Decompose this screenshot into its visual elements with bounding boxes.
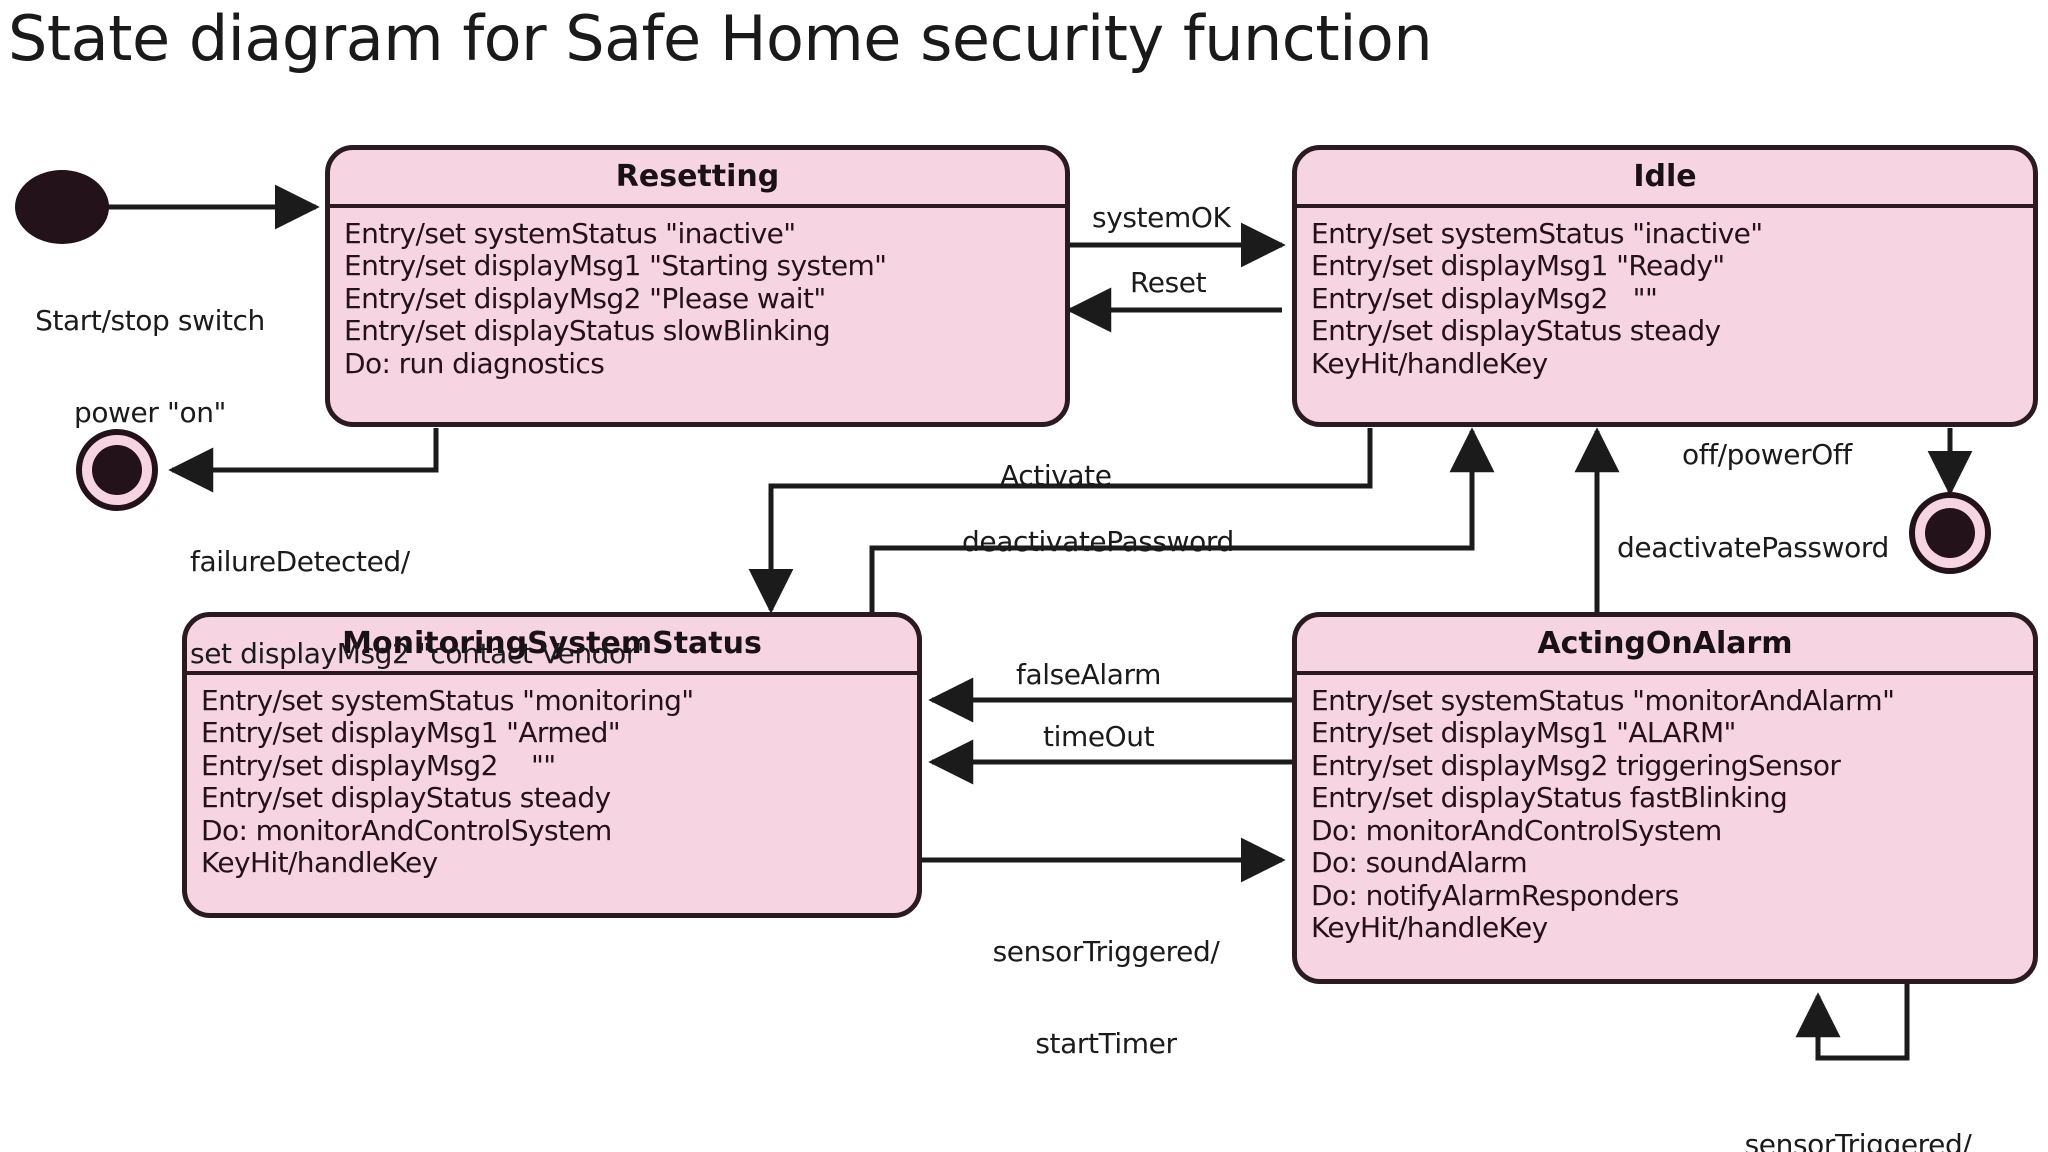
state-line: Do: notifyAlarmResponders [1311, 878, 1679, 912]
edge-label-line: failureDetected/ [190, 544, 410, 578]
state-idle-title: Idle [1297, 150, 2033, 208]
state-line: Entry/set systemStatus "monitorAndAlarm" [1311, 684, 1895, 717]
edge-label-line: off/powerOff [1682, 438, 1852, 471]
state-monitoringsystemstatus-title: MonitoringSystemStatus [187, 617, 917, 675]
state-line: Entry/set displayStatus steady [1311, 314, 1721, 348]
state-monitoringsystemstatus[interactable]: MonitoringSystemStatus Entry/set systemS… [182, 612, 922, 918]
state-line: Entry/set displayMsg2 "" [1311, 281, 1658, 315]
edge-label-line: systemOK [1092, 201, 1231, 234]
edge-label-failure-detected: failureDetected/ set displayMsg2 "contac… [190, 485, 650, 731]
state-line: Entry/set systemStatus "monitoring" [201, 684, 694, 717]
edge-label-line: falseAlarm [1016, 658, 1161, 691]
state-resetting-body: Entry/set systemStatus "inactive" Entry/… [330, 208, 1065, 386]
state-actingonalarm-body: Entry/set systemStatus "monitorAndAlarm"… [1297, 675, 2033, 951]
state-line: Entry/set displayMsg2 "Please wait" [344, 281, 826, 315]
edge-label-systemok: systemOK [1092, 201, 1231, 234]
state-idle-body: Entry/set systemStatus "inactive" Entry/… [1297, 208, 2033, 386]
page-title: State diagram for Safe Home security fun… [8, 2, 1433, 75]
state-line: Do: monitorAndControlSystem [201, 813, 612, 847]
state-idle[interactable]: Idle Entry/set systemStatus "inactive" E… [1292, 145, 2038, 427]
edge-label-reset: Reset [1130, 266, 1207, 299]
initial-state [15, 170, 109, 244]
edge-label-line: Start/stop switch [35, 303, 265, 337]
edge-label-line: power "on" [73, 395, 227, 429]
state-line: KeyHit/handleKey [201, 846, 438, 880]
edge-label-line: startTimer [1035, 1026, 1177, 1060]
state-monitoringsystemstatus-body: Entry/set systemStatus "monitoring" Entr… [187, 675, 917, 886]
state-line: Entry/set displayStatus steady [201, 781, 611, 815]
edge-label-line: sensorTriggered/ [992, 934, 1220, 968]
final-state-poweroff [1909, 492, 1991, 574]
edge-label-line: sensorTriggered/ [1744, 1127, 1972, 1152]
edge-label-line: Reset [1130, 266, 1207, 299]
state-line: Entry/set systemStatus "inactive" [344, 217, 796, 250]
state-line: Entry/set displayMsg2 triggeringSensor [1311, 748, 1841, 782]
state-resetting-title: Resetting [330, 150, 1065, 208]
edge-label-line: deactivatePassword [962, 525, 1234, 558]
state-line: Entry/set displayStatus slowBlinking [344, 314, 831, 348]
edge-label-line: set displayMsg2 "contact Vendor" [190, 636, 650, 670]
edge-label-line: deactivatePassword [1617, 531, 1889, 564]
edge-label-false-alarm: falseAlarm [1016, 658, 1161, 691]
state-actingonalarm-title: ActingOnAlarm [1297, 617, 2033, 675]
edge-label-activate: Activate [1000, 459, 1112, 492]
state-line: Entry/set displayMsg1 "Ready" [1311, 249, 1725, 283]
state-line: KeyHit/handleKey [1311, 346, 1548, 380]
state-line: Entry/set displayStatus fastBlinking [1311, 781, 1788, 815]
final-state-failure [76, 429, 158, 511]
state-line: KeyHit/handleKey [1311, 911, 1548, 945]
edge-label-deactivate-monitoring: deactivatePassword [962, 525, 1234, 558]
edge-label-timeout: timeOut [1043, 720, 1155, 753]
state-line: Do: monitorAndControlSystem [1311, 813, 1722, 847]
state-line: Entry/set displayMsg2 "" [201, 748, 556, 782]
state-resetting[interactable]: Resetting Entry/set systemStatus "inacti… [325, 145, 1070, 427]
edge-label-line: Activate [1000, 459, 1112, 492]
edge-deactivate-monitoring [869, 427, 1495, 612]
edge-label-off-poweroff: off/powerOff [1682, 438, 1852, 471]
edge-sensor-self-loop [1795, 984, 1910, 1061]
state-actingonalarm[interactable]: ActingOnAlarm Entry/set systemStatus "mo… [1292, 612, 2038, 984]
edge-failure-detected [168, 428, 439, 493]
edge-activate [748, 428, 1373, 614]
state-line: Entry/set systemStatus "inactive" [1311, 217, 1763, 250]
edge-label-sensor-self-loop: sensorTriggered/ restartTimer [1708, 1068, 2008, 1152]
edge-label-sensor-triggered: sensorTriggered/ startTimer [956, 875, 1256, 1121]
edge-label-start: Start/stop switch power "on" [0, 244, 300, 490]
edge-label-line: timeOut [1043, 720, 1155, 753]
state-line: Entry/set displayMsg1 "ALARM" [1311, 716, 1736, 750]
state-line: Do: run diagnostics [344, 346, 605, 380]
edge-label-deactivate-alarm: deactivatePassword [1617, 531, 1889, 564]
state-line: Entry/set displayMsg1 "Armed" [201, 716, 621, 750]
state-line: Do: soundAlarm [1311, 846, 1528, 880]
state-line: Entry/set displayMsg1 "Starting system" [344, 249, 887, 283]
